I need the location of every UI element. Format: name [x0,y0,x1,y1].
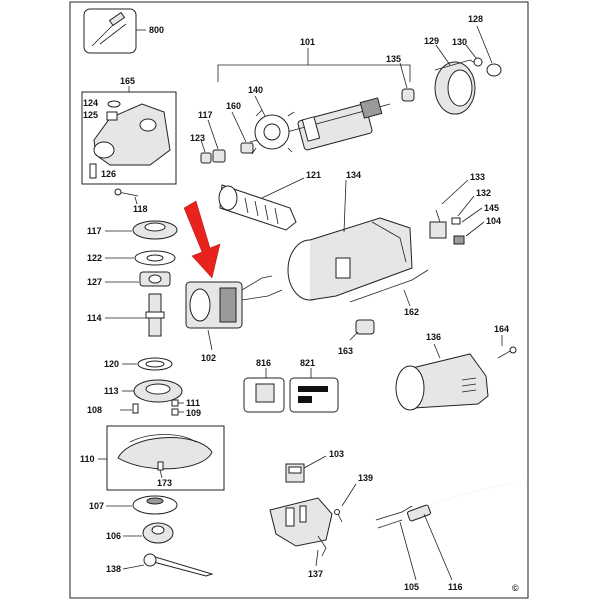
part-136-barrel: 136 [395,332,489,411]
callout-127: 127 [87,277,102,287]
part-165-box: 165 124 125 126 [81,76,177,185]
part-160: 160 [226,101,254,154]
part-107-flange: 107 [89,495,178,515]
part-127-bearing: 127 [87,271,171,287]
callout-124: 124 [83,98,98,108]
callout-135: 135 [386,54,401,64]
callout-134: 134 [346,170,361,180]
armature [249,97,391,151]
callout-163: 163 [338,346,353,356]
part-102-field: 102 [185,275,283,363]
callout-145: 145 [484,203,499,213]
callout-123: 123 [190,133,205,143]
callout-139: 139 [358,473,373,483]
callout-103: 103 [329,449,344,459]
part-114-spindle: 114 [87,293,165,337]
brush-parts: 133 132 145 104 [429,172,501,245]
callout-140: 140 [248,85,263,95]
callout-113: 113 [104,386,119,396]
callout-108: 108 [87,405,102,415]
callout-111: 111 [186,398,200,408]
part-103-switch: 103 [285,449,344,483]
callout-104: 104 [486,216,501,226]
callout-117-top: 117 [198,110,213,120]
part-122-washer: 122 [87,250,176,266]
part-134-housing: 134 [287,170,413,301]
callout-109: 109 [186,408,201,418]
callout-165: 165 [120,76,135,86]
part-106-nut: 106 [106,522,174,544]
parts-117-123: 117 123 [190,110,226,164]
part-816-label: 816 [243,358,285,413]
callout-101: 101 [300,37,315,47]
callout-107: 107 [89,501,104,511]
parts-108-111-109: 108 111 109 [87,398,201,418]
part-128-cap [486,63,502,77]
part-117-gear: 117 [87,220,178,240]
part-125-spring [106,111,118,121]
copyright-mark: © [512,583,519,593]
callout-129: 129 [424,36,439,46]
part-800-box: 800 [83,8,164,54]
callout-821: 821 [300,358,315,368]
callout-164: 164 [494,324,509,334]
part-110-guard: 110 173 [80,425,225,491]
callout-114: 114 [87,313,102,323]
callout-125: 125 [83,110,98,120]
part-120-washer: 120 [104,357,173,371]
part-130-bolt [473,57,483,67]
part-162-rod: 162 [349,269,429,317]
callout-162: 162 [404,307,419,317]
callout-133: 133 [470,172,485,182]
part-118-screw: 118 [114,188,148,214]
callout-173: 173 [157,478,172,488]
callout-120: 120 [104,359,119,369]
red-indicator-arrow [183,200,221,279]
part-124-ring [107,100,121,108]
part-821-label: 821 [289,358,339,413]
callout-121: 121 [306,170,321,180]
bracket-101: 101 [217,37,411,82]
callout-128: 128 [468,14,483,24]
part-138-wrench: 138 [106,553,214,577]
callout-105: 105 [404,582,419,592]
callout-138: 138 [106,564,121,574]
part-140-baffle: 140 [248,85,295,155]
callout-132: 132 [476,188,491,198]
diagram-frame [69,1,529,599]
part-164-screw: 164 [494,324,517,359]
callout-117-left: 117 [87,226,102,236]
part-163-button: 163 [338,319,375,356]
callout-116: 116 [448,582,463,592]
part-121-handle: 121 [218,170,321,231]
callout-160: 160 [226,101,241,111]
callout-102: 102 [201,353,216,363]
callout-816: 816 [256,358,271,368]
part-137-switch-housing: 137 [269,497,333,579]
callout-137: 137 [308,569,323,579]
part-126-pin [89,163,97,179]
callout-800: 800 [149,25,164,35]
end-bell-129: 128 129 130 [424,14,502,115]
part-139-screw: 139 [334,473,373,523]
callout-110: 110 [80,454,95,464]
callout-130: 130 [452,37,467,47]
callout-106: 106 [106,531,121,541]
callout-118: 118 [133,204,148,214]
callout-126: 126 [101,169,116,179]
part-113-clamp: 113 [104,379,183,403]
callout-136: 136 [426,332,441,342]
part-105-116-cord: 105 116 [375,479,527,592]
callout-122: 122 [87,253,102,263]
part-135-bearing: 135 [386,54,415,102]
